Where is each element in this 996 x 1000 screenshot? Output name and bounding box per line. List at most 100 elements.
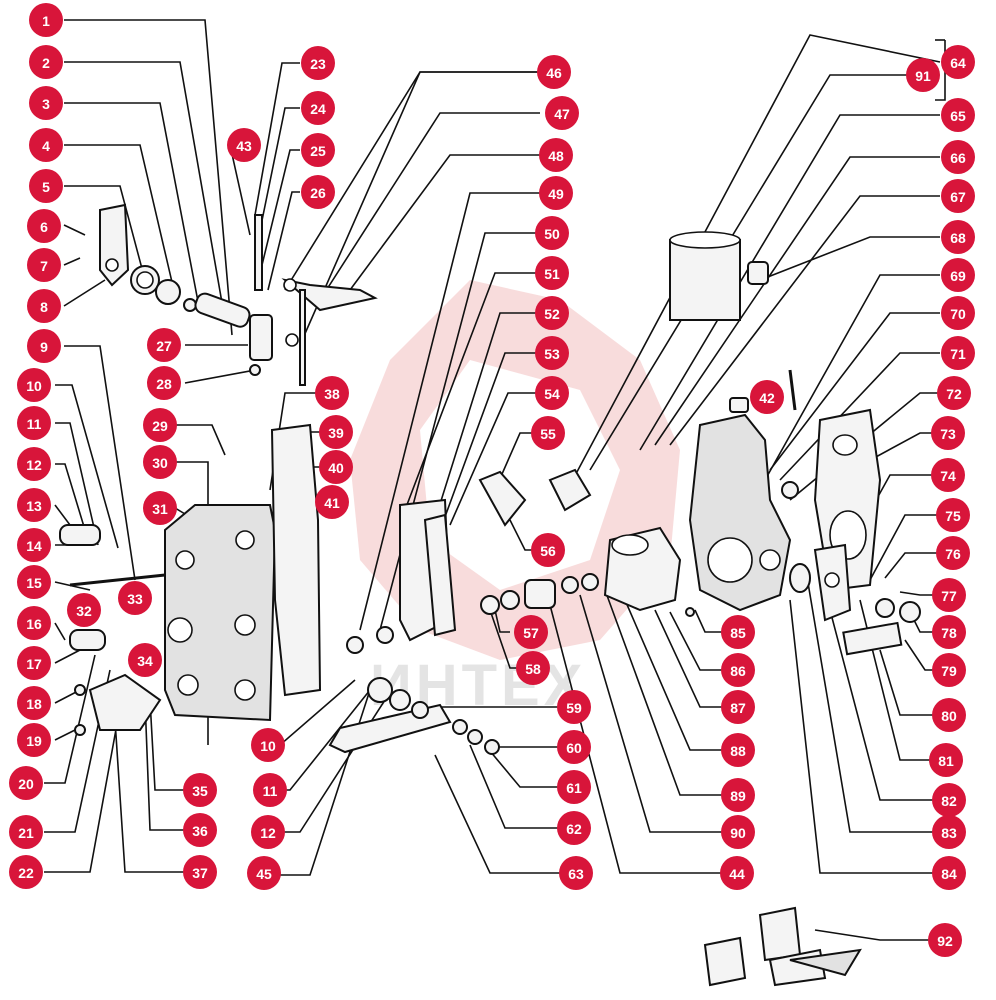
- callout-circle: [27, 289, 61, 323]
- callout-circle: [931, 458, 965, 492]
- callout-number: 35: [192, 783, 208, 799]
- callout-number: 19: [26, 733, 42, 749]
- callout-70: 70: [941, 296, 975, 330]
- callout-62: 62: [557, 811, 591, 845]
- callout-number: 36: [192, 823, 208, 839]
- callout-circle: [941, 258, 975, 292]
- callout-number: 80: [941, 708, 957, 724]
- callout-circle: [936, 498, 970, 532]
- callout-23: 23: [301, 46, 335, 80]
- callout-circle: [27, 209, 61, 243]
- callout-39: 39: [319, 415, 353, 449]
- callout-number: 75: [945, 508, 961, 524]
- callout-circle: [17, 528, 51, 562]
- callout-circle: [301, 133, 335, 167]
- callout-number: 44: [729, 866, 745, 882]
- callout-63: 63: [559, 856, 593, 890]
- callout-11: 11: [253, 773, 287, 807]
- callout-number: 27: [156, 338, 172, 354]
- callout-number: 5: [42, 179, 50, 195]
- callout-69: 69: [941, 258, 975, 292]
- callout-circle: [941, 140, 975, 174]
- callout-number: 42: [759, 390, 775, 406]
- callout-circle: [247, 856, 281, 890]
- callout-52: 52: [535, 296, 569, 330]
- callout-circle: [17, 723, 51, 757]
- callout-circle: [67, 593, 101, 627]
- callout-46: 46: [537, 55, 571, 89]
- callout-number: 73: [940, 426, 956, 442]
- callout-26: 26: [301, 175, 335, 209]
- callout-25: 25: [301, 133, 335, 167]
- callout-number: 12: [260, 825, 276, 841]
- callout-circle: [750, 380, 784, 414]
- callout-9: 9: [27, 329, 61, 363]
- callout-51: 51: [535, 256, 569, 290]
- callout-markers: 1234567891011121314151617181920212223242…: [9, 3, 975, 957]
- callout-number: 10: [260, 738, 276, 754]
- callout-number: 7: [40, 258, 48, 274]
- callout-57: 57: [514, 615, 548, 649]
- callout-number: 46: [546, 65, 562, 81]
- callout-circle: [557, 690, 591, 724]
- callout-76: 76: [936, 536, 970, 570]
- callout-circle: [932, 615, 966, 649]
- callout-number: 17: [26, 656, 42, 672]
- callout-circle: [906, 58, 940, 92]
- callout-number: 45: [256, 866, 272, 882]
- callout-36: 36: [183, 813, 217, 847]
- callout-number: 34: [137, 653, 153, 669]
- callout-number: 11: [27, 416, 42, 432]
- callout-circle: [932, 856, 966, 890]
- callout-number: 64: [950, 55, 966, 71]
- callout-number: 10: [26, 378, 42, 394]
- callout-number: 6: [40, 219, 48, 235]
- callout-circle: [17, 646, 51, 680]
- callout-43: 43: [227, 128, 261, 162]
- callout-49: 49: [539, 176, 573, 210]
- callout-number: 20: [18, 776, 34, 792]
- callout-number: 57: [523, 625, 539, 641]
- callout-15: 15: [17, 565, 51, 599]
- callout-circle: [545, 96, 579, 130]
- callout-85: 85: [721, 615, 755, 649]
- callout-circle: [559, 856, 593, 890]
- callout-circle: [539, 138, 573, 172]
- callout-circle: [9, 815, 43, 849]
- callout-circle: [535, 296, 569, 330]
- callout-92: 92: [928, 923, 962, 957]
- callout-circle: [932, 698, 966, 732]
- callout-number: 24: [310, 101, 326, 117]
- callout-number: 92: [937, 933, 953, 949]
- callout-67: 67: [941, 179, 975, 213]
- callout-circle: [929, 743, 963, 777]
- callout-64: 64: [941, 45, 975, 79]
- callout-circle: [539, 176, 573, 210]
- callout-number: 91: [915, 68, 931, 84]
- callout-circle: [143, 491, 177, 525]
- callout-circle: [253, 773, 287, 807]
- callout-number: 55: [540, 426, 556, 442]
- callout-68: 68: [941, 220, 975, 254]
- callout-40: 40: [319, 450, 353, 484]
- callout-number: 84: [941, 866, 957, 882]
- callout-number: 14: [26, 538, 42, 554]
- callout-number: 21: [18, 825, 34, 841]
- callout-11: 11: [17, 406, 51, 440]
- callout-circle: [531, 533, 565, 567]
- callout-circle: [29, 3, 63, 37]
- callout-circle: [29, 169, 63, 203]
- callout-number: 72: [946, 386, 962, 402]
- callout-number: 65: [950, 108, 966, 124]
- callout-circle: [147, 328, 181, 362]
- callout-number: 47: [554, 106, 570, 122]
- callout-number: 33: [127, 591, 143, 607]
- callout-circle: [936, 536, 970, 570]
- callout-35: 35: [183, 773, 217, 807]
- callout-29: 29: [143, 408, 177, 442]
- callout-55: 55: [531, 416, 565, 450]
- callout-21: 21: [9, 815, 43, 849]
- callout-number: 63: [568, 866, 584, 882]
- callout-number: 31: [152, 501, 168, 517]
